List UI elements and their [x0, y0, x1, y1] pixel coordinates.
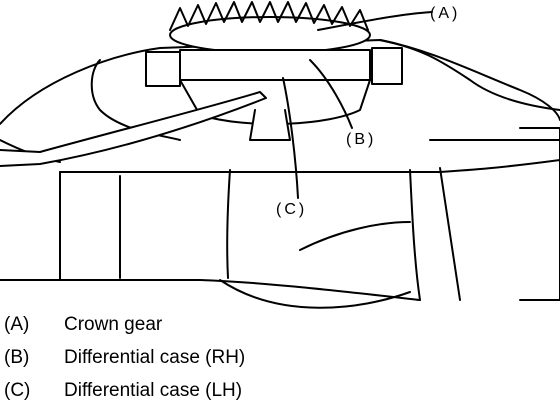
housing-right-inner — [439, 167, 461, 301]
axle-body-top — [59, 159, 560, 173]
callout-a: (A) — [430, 5, 460, 22]
legend-key: (A) — [4, 313, 30, 335]
axle-right-flange — [519, 127, 560, 301]
legend-key: (C) — [4, 379, 31, 401]
housing-center-curve — [226, 169, 231, 279]
housing-center-opening — [299, 221, 411, 251]
callout-c: (C) — [276, 201, 307, 218]
pinion-shaft — [249, 109, 291, 141]
legend-text: Crown gear — [64, 313, 163, 335]
legend-item-b: (B) Differential case (RH) — [4, 341, 245, 374]
legend-text: Differential case (LH) — [64, 379, 243, 401]
housing-right-flange — [379, 39, 560, 111]
bearing-cap-right — [371, 47, 403, 85]
callout-b: (B) — [346, 131, 376, 148]
legend-key: (B) — [4, 346, 30, 368]
bearing-cap-left — [145, 51, 181, 87]
housing-right-side — [409, 169, 421, 301]
pry-bar — [0, 91, 267, 167]
housing-lower-arc — [219, 279, 411, 309]
differential-case-rh — [179, 49, 371, 81]
leader-c — [282, 77, 299, 199]
leader-b — [309, 59, 353, 129]
legend: (A) Crown gear (B) Differential case (RH… — [4, 308, 245, 407]
crown-gear-teeth — [169, 1, 369, 31]
legend-item-c: (C) Differential case (LH) — [4, 374, 245, 407]
crown-gear-body — [169, 16, 371, 54]
legend-item-a: (A) Crown gear — [4, 308, 245, 341]
leader-a — [317, 11, 433, 31]
legend-text: Differential case (RH) — [64, 346, 246, 368]
axle-body-bottom — [0, 279, 421, 301]
